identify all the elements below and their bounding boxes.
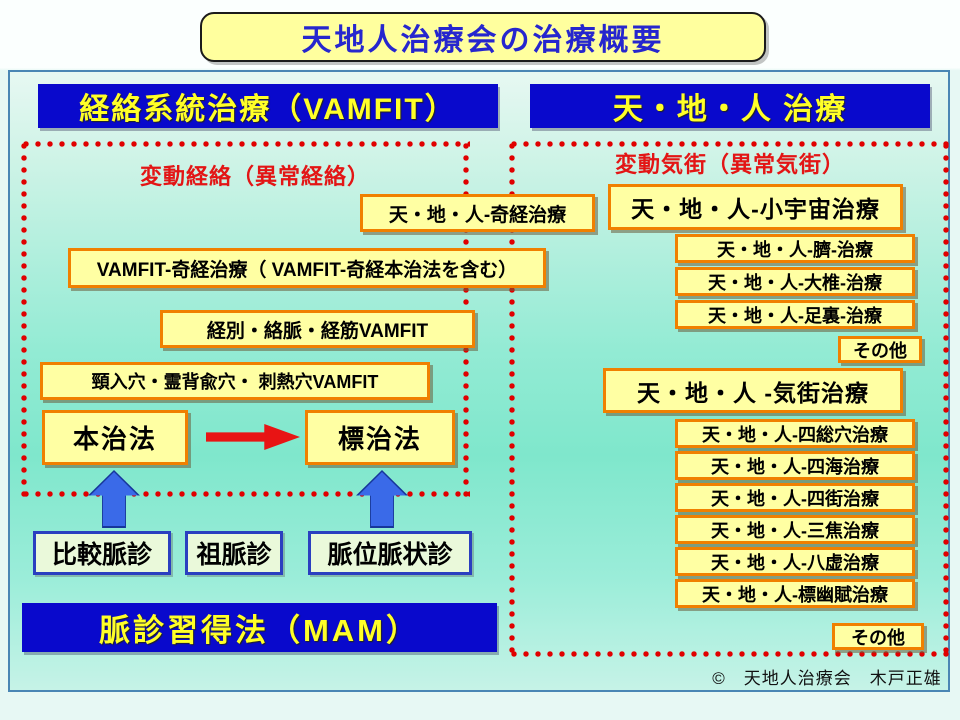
box-shigai-treatment: 天・地・人-四街治療 [675, 483, 915, 512]
box-keibetsu-vamfit: 経別・絡脈・経筋VAMFIT [160, 310, 475, 348]
box-kikei-treatment: 天・地・人-奇経治療 [360, 194, 595, 232]
box-vamfit-kikei-treatment: VAMFIT-奇経治療（ VAMFIT-奇経本治法を含む） [68, 248, 546, 288]
copyright-text: © 天地人治療会 木戸正雄 [712, 668, 942, 688]
dotted-border-top [20, 140, 470, 148]
right-section-label: 変動気街（異常気街） [614, 152, 845, 177]
dotted-border-left [20, 140, 28, 498]
dotted-border-right [942, 140, 950, 658]
box-so-pulse: 祖脈診 [185, 531, 283, 575]
box-branch-treatment: 標治法 [305, 410, 455, 465]
left-column-header: 経絡系統治療（VAMFIT） [38, 84, 498, 128]
box-pulse-position: 脈位脈状診 [308, 531, 472, 575]
box-microcosm-treatment: 天・地・人-小宇宙治療 [608, 184, 903, 230]
box-comparative-pulse: 比較脈診 [33, 531, 171, 575]
box-daitsui-treatment: 天・地・人-大椎-治療 [675, 267, 915, 296]
box-other-2: その他 [832, 623, 924, 650]
box-sole-treatment: 天・地・人-足裏-治療 [675, 300, 915, 329]
box-sansho-treatment: 天・地・人-三焦治療 [675, 515, 915, 544]
dotted-border-top [508, 140, 950, 148]
page-title: 天地人治療会の治療概要 [200, 12, 766, 62]
box-shisoketsu-treatment: 天・地・人-四総穴治療 [675, 419, 915, 448]
dotted-border-bottom [20, 490, 470, 498]
dotted-border-bottom [508, 650, 950, 658]
box-hakkyo-treatment: 天・地・人-八虚治療 [675, 547, 915, 576]
box-root-treatment: 本治法 [42, 410, 188, 465]
box-hyoyufu-treatment: 天・地・人-標幽賦治療 [675, 579, 915, 608]
mam-header: 脈診習得法（MAM） [22, 603, 497, 652]
right-dotted-group [508, 140, 950, 658]
dotted-border-left [508, 140, 516, 658]
left-section-label: 変動経絡（異常経絡） [139, 164, 370, 189]
box-navel-treatment: 天・地・人-臍-治療 [675, 234, 915, 263]
box-keinyuketsu-vamfit: 頸入穴・霊背兪穴・ 刺熱穴VAMFIT [40, 362, 430, 400]
box-kigai-treatment: 天・地・人 -気街治療 [603, 368, 903, 413]
right-column-header: 天・地・人 治療 [530, 84, 930, 128]
box-shikai-treatment: 天・地・人-四海治療 [675, 451, 915, 480]
box-other-1: その他 [838, 336, 922, 363]
